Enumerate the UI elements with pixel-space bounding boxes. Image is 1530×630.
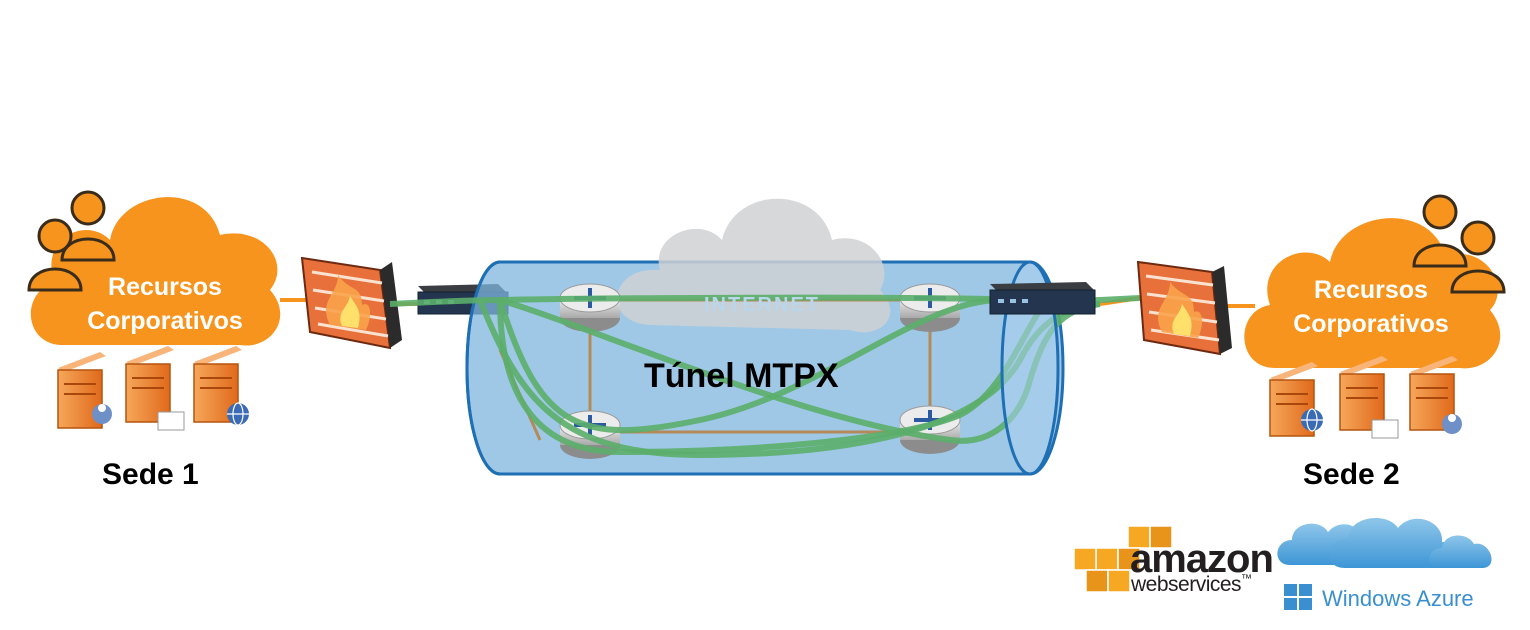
site1-cloud <box>30 197 281 346</box>
azure-logo-text: Windows Azure <box>1322 586 1474 611</box>
firewall-icon <box>300 256 402 350</box>
tunnel-front-rim <box>1000 260 1060 476</box>
site2-name: Sede 2 <box>1303 458 1400 491</box>
site2-label-line2: Corporativos <box>1293 310 1449 338</box>
site2-cloud-label: Recursos Corporativos <box>1266 273 1476 341</box>
server-rack-icon <box>1269 356 1462 439</box>
users-icon <box>1412 194 1506 294</box>
aws-logo-text: amazon <box>1130 537 1274 581</box>
aws-logo-subtext: webservices™ <box>1131 573 1252 597</box>
site1-label-line2: Corporativos <box>87 307 243 335</box>
site2-label-line1: Recursos <box>1314 276 1428 304</box>
site1-name: Sede 1 <box>102 458 199 491</box>
site1-cloud-label: Recursos Corporativos <box>60 270 270 338</box>
aws-trademark: ™ <box>1241 573 1252 585</box>
aws-subtext: webservices <box>1131 573 1242 596</box>
internet-label: INTERNET <box>704 294 820 316</box>
firewall-icon <box>1136 260 1232 356</box>
users-icon <box>27 190 116 292</box>
tunnel-label: Túnel MTPX <box>644 357 839 395</box>
server-rack-icon <box>57 346 249 431</box>
tunnel-back-rim <box>465 260 501 476</box>
windows-logo-icon <box>1284 584 1312 610</box>
azure-clouds-icon <box>1277 517 1492 568</box>
right-edge-device <box>989 282 1096 315</box>
site1-label-line1: Recursos <box>108 273 222 301</box>
aws-cubes-icon <box>1073 525 1173 593</box>
